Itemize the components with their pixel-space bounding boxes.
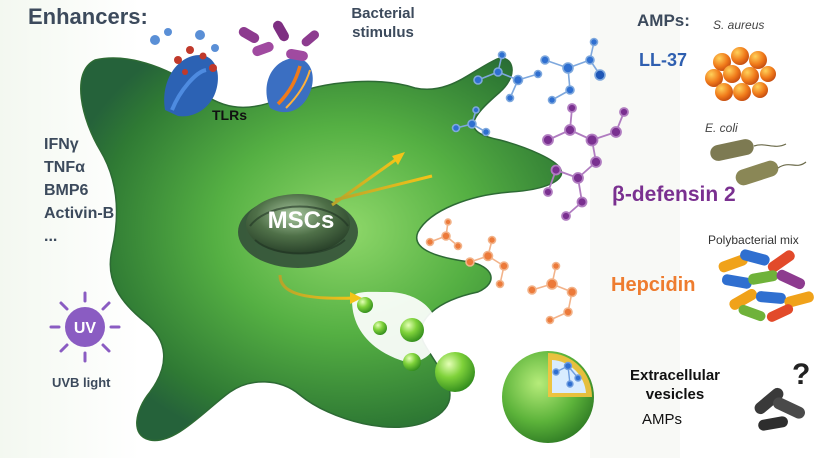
tlr-receptor-icon	[150, 28, 313, 117]
s-aureus-bacteria-icon	[705, 47, 776, 101]
arrow-head-vesicles	[350, 292, 362, 304]
polybacterial-mix-icon	[718, 249, 814, 322]
hepcidin-molecule-icon	[425, 218, 578, 325]
hepcidin-label: Hepcidin	[611, 274, 696, 296]
arrow-to-defensin	[334, 174, 433, 202]
ll37-molecule-icon	[451, 37, 606, 137]
amps-header: AMPs:	[637, 11, 690, 30]
s-aureus-label: S. aureus	[713, 18, 765, 32]
ll37-label: LL-37	[639, 50, 688, 70]
beta-defensin-label: β-defensin 2	[612, 183, 736, 206]
uv-sun-icon	[49, 291, 121, 363]
enhancers-list: IFNγ TNFα BMP6 Activin-B ...	[44, 133, 114, 248]
cell-pocket	[352, 291, 439, 363]
e-coli-bacteria-icon	[710, 139, 807, 186]
polybacterial-mix-label: Polybacterial mix	[708, 233, 799, 247]
extracellular-vesicles-amps: AMPs	[642, 411, 683, 428]
defensin-molecule-icon	[542, 103, 629, 221]
uvb-light-label: UVB light	[52, 375, 111, 390]
secretion-arrows	[278, 152, 433, 304]
question-mark-icon: ?	[792, 358, 810, 391]
msc-nucleus	[238, 194, 358, 268]
bacterial-stimulus-label: Bacterial stimulus	[351, 5, 415, 41]
enhancers-title: Enhancers:	[28, 4, 148, 29]
arrow-head-amps	[392, 152, 405, 165]
enhancer-item: ...	[44, 228, 58, 245]
bacteria-icon-stimulus	[238, 20, 320, 62]
extracellular-vesicle-icon	[502, 351, 594, 443]
unknown-bacteria-icon	[754, 387, 805, 431]
enhancer-item: TNFα	[44, 159, 85, 176]
enhancer-item: BMP6	[44, 182, 89, 199]
released-vesicles	[357, 297, 475, 392]
extracellular-vesicles-title: Extracellular vesicles	[629, 367, 721, 403]
enhancer-item: Activin-B	[44, 205, 115, 222]
tlrs-label: TLRs	[212, 107, 247, 123]
uv-badge-label: UV	[74, 320, 97, 337]
e-coli-label: E. coli	[705, 121, 738, 135]
arrow-to-vesicles	[278, 274, 356, 300]
enhancer-item: IFNγ	[44, 136, 79, 153]
msc-label: MSCs	[268, 207, 335, 234]
